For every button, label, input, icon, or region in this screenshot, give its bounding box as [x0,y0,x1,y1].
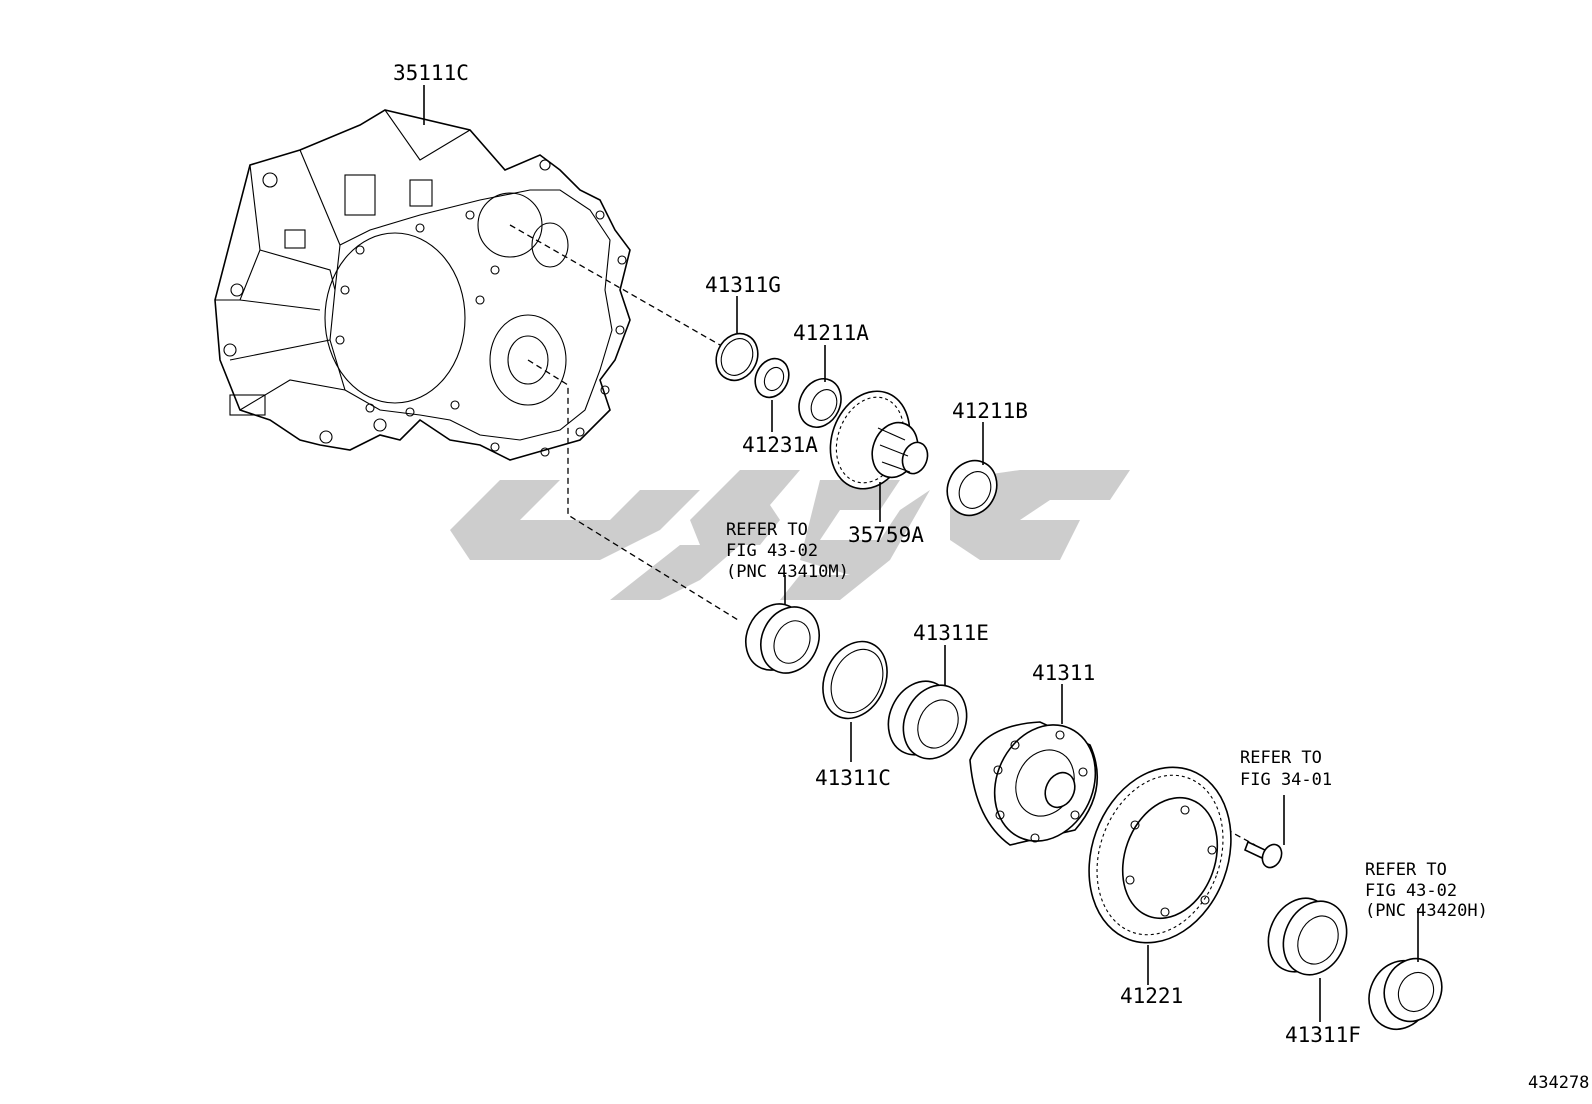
label-35111C: 35111C [393,61,469,85]
svg-text:FIG 34-01: FIG 34-01 [1240,770,1332,790]
svg-text:(PNC 43420H): (PNC 43420H) [1365,901,1488,921]
svg-text:REFER TO: REFER TO [1365,860,1447,880]
part-41231A [754,357,790,399]
part-labels: 35111C 41311G 41211A 41231A 41211B 35759… [393,61,1361,1047]
leader-lines [423,85,1419,1022]
label-41311G: 41311G [705,273,781,297]
part-41211A [798,378,842,428]
svg-text:REFER TO: REFER TO [1240,748,1322,768]
label-35759A: 35759A [848,523,924,547]
part-bolt [1243,840,1283,869]
svg-text:REFER TO: REFER TO [726,520,808,540]
part-41311C [822,640,888,720]
label-41211A: 41211A [793,321,869,345]
label-41311: 41311 [1032,661,1095,685]
label-41231A: 41231A [742,433,818,457]
part-41211B [946,459,998,517]
label-41311F: 41311F [1285,1023,1361,1047]
reference-note-34-01: REFER TO FIG 34-01 [1240,748,1332,790]
svg-text:FIG 43-02: FIG 43-02 [726,541,818,561]
svg-text:(PNC 43410M): (PNC 43410M) [726,562,849,582]
axis-line-lower [527,359,739,621]
part-41311E [887,680,968,760]
part-41221 [1088,766,1232,944]
part-35759A [829,390,929,490]
axis-line-upper [509,224,721,346]
svg-text:FIG 43-02: FIG 43-02 [1365,881,1457,901]
part-41311 [969,721,1098,846]
label-41311E: 41311E [913,621,989,645]
reference-note-43410M: REFER TO FIG 43-02 (PNC 43410M) [726,520,849,582]
part-41311F [1267,897,1348,976]
part-bearing-43420H [1368,957,1443,1030]
reference-note-43420H: REFER TO FIG 43-02 (PNC 43420H) [1365,860,1488,921]
label-41221: 41221 [1120,984,1183,1008]
part-bearing-43410M [745,603,820,674]
label-41311C: 41311C [815,766,891,790]
figure-number: 434278 [1528,1073,1589,1093]
transaxle-case [214,109,631,461]
label-41211B: 41211B [952,399,1028,423]
part-41311G [715,332,759,382]
